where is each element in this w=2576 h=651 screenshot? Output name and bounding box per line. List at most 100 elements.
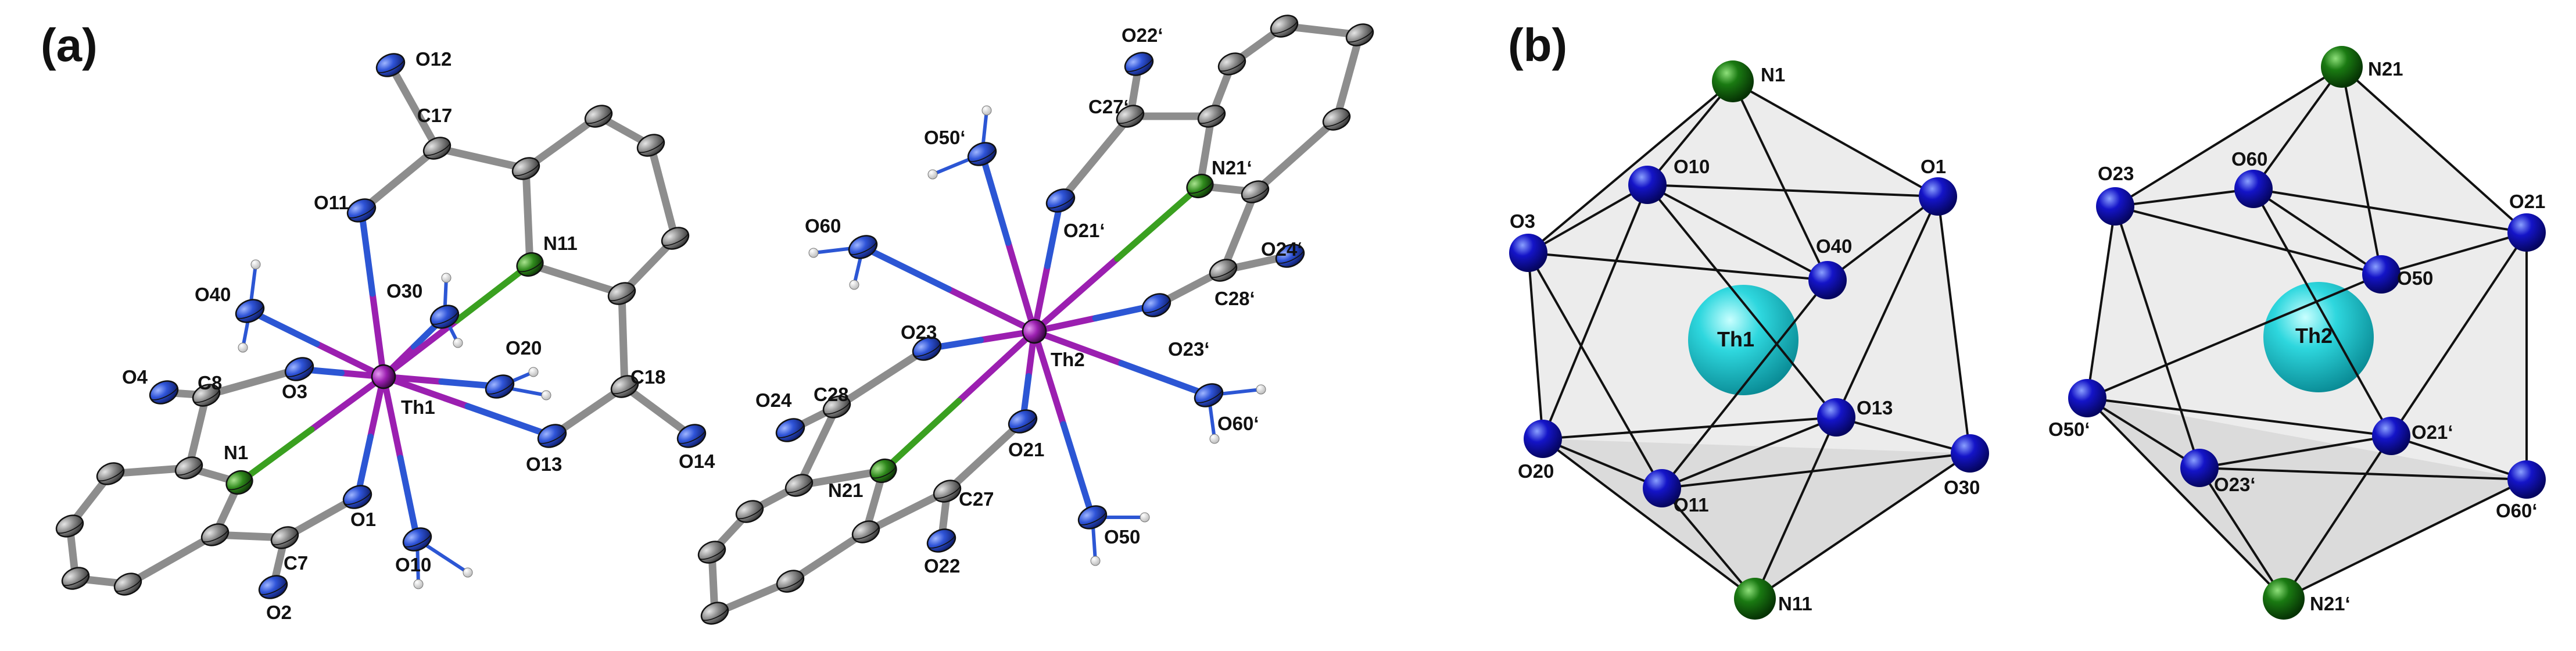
label-a-O60p: O60‘ bbox=[1217, 413, 1259, 434]
label-b-th1-O20: O20 bbox=[1518, 460, 1554, 482]
hydrogen-O60-2 bbox=[849, 280, 859, 290]
atom-C26p bbox=[1197, 105, 1226, 128]
atom-N21p bbox=[1186, 173, 1214, 199]
poly-atom-th1-N11 bbox=[1734, 578, 1776, 620]
label-b-th1-N1: N1 bbox=[1761, 64, 1785, 85]
edge-th2-O23-O60 bbox=[2114, 188, 2255, 208]
label-a-O50p: O50‘ bbox=[924, 127, 966, 148]
atom-O21p bbox=[1045, 188, 1076, 213]
label-a-O24: O24 bbox=[755, 389, 792, 411]
bond-O12-C17 bbox=[386, 61, 441, 152]
hydrogen-O60-1 bbox=[808, 248, 819, 258]
label-b-th2-O50p: O50‘ bbox=[2048, 419, 2090, 440]
atom-C26 bbox=[851, 520, 880, 543]
hydrogen-O50p-1 bbox=[981, 105, 992, 116]
edge-th2-O23-O50 bbox=[2114, 205, 2382, 276]
bond-Th2-N21p bbox=[1031, 183, 1203, 335]
edge-th2-N21-O50 bbox=[2341, 66, 2382, 276]
edge-th2-O60p-N21p bbox=[2283, 478, 2528, 600]
hydrogen-O60p-1 bbox=[1256, 384, 1266, 395]
edge-th1-N1-O40 bbox=[1732, 80, 1829, 281]
edge-th1-O10-O1 bbox=[1646, 184, 1939, 198]
edge-th2-O50p-O23p bbox=[2086, 397, 2201, 469]
atom-O20 bbox=[485, 374, 515, 399]
edge-th2-O50p-O21p bbox=[2086, 397, 2392, 437]
edge-th2-O21-O21p bbox=[2390, 231, 2528, 437]
poly-atom-th2-N21p bbox=[2263, 578, 2305, 620]
label-a-O23: O23 bbox=[901, 321, 937, 343]
label-b-th1-O3: O3 bbox=[1510, 210, 1535, 232]
bond-C21p-C28p bbox=[1219, 188, 1259, 274]
label-a-C28: C28 bbox=[814, 384, 849, 405]
bond-C26-C25 bbox=[786, 528, 870, 585]
atom-O24 bbox=[775, 418, 805, 442]
bond-C27-O21 bbox=[943, 417, 1027, 495]
poly-atom-th2-N21 bbox=[2321, 46, 2363, 88]
label-b-th1-O13: O13 bbox=[1857, 397, 1893, 419]
edge-th1-O3-O40 bbox=[1527, 252, 1829, 281]
edge-th1-O1-O40 bbox=[1826, 195, 1939, 281]
edge-th2-O50p-N21p bbox=[2086, 397, 2285, 600]
atom-O14 bbox=[676, 424, 707, 448]
label-b-th2-O23: O23 bbox=[2098, 163, 2134, 184]
label-b-th1-O30: O30 bbox=[1944, 477, 1980, 498]
edge-th1-N1-O10 bbox=[1646, 80, 1734, 186]
bond-C12-C13 bbox=[647, 141, 679, 242]
edge-th1-O10-O40 bbox=[1646, 184, 1829, 281]
label-a-N21p: N21‘ bbox=[1212, 157, 1252, 178]
bond-Th1-O40 bbox=[246, 307, 387, 380]
atom-C3 bbox=[55, 514, 84, 538]
label-a-O2: O2 bbox=[266, 602, 292, 623]
atom-C11 bbox=[607, 282, 636, 305]
atom-O2 bbox=[258, 575, 288, 599]
bond-C8-O3 bbox=[202, 365, 303, 399]
label-a-O3: O3 bbox=[282, 381, 307, 402]
atom-C24p bbox=[1270, 15, 1299, 38]
label-a-O60: O60 bbox=[805, 215, 841, 237]
atom-C18 bbox=[610, 375, 639, 398]
bond-C11-C18 bbox=[618, 289, 629, 391]
poly-atom-th1-O3 bbox=[1509, 234, 1547, 272]
edge-th1-O11-O30 bbox=[1661, 452, 1971, 489]
atom-C24 bbox=[700, 602, 729, 625]
poly-atom-th2-O60 bbox=[2234, 170, 2273, 208]
bond-Th2-O50 bbox=[1031, 328, 1096, 521]
label-b-th2-N21: N21 bbox=[2368, 58, 2403, 80]
label-b-th2-O21: O21 bbox=[2509, 191, 2545, 212]
poly-atom-th1-O11 bbox=[1643, 469, 1681, 507]
edge-th1-O20-O13 bbox=[1542, 416, 1837, 440]
atom-O3 bbox=[284, 357, 314, 381]
hydrogen-O10-1 bbox=[463, 567, 473, 578]
atom-C12 bbox=[661, 227, 690, 250]
label-a-C8: C8 bbox=[198, 372, 222, 394]
label-a-O21: O21 bbox=[1008, 439, 1044, 460]
edge-th1-N1-O1 bbox=[1732, 80, 1939, 198]
atom-C28p bbox=[1209, 259, 1238, 282]
bond-C17-C16 bbox=[433, 144, 530, 173]
bond-C28-C21 bbox=[795, 403, 841, 489]
edge-th1-N1-O3 bbox=[1527, 80, 1734, 254]
label-a-N11: N11 bbox=[543, 233, 578, 254]
poly-atom-th1-O1 bbox=[1919, 177, 1957, 216]
poly-atom-th1-O40 bbox=[1808, 261, 1847, 299]
label-a-C27: C27 bbox=[959, 488, 994, 510]
edge-th1-O13-O30 bbox=[1835, 416, 1971, 455]
edge-th2-O21p-N21p bbox=[2283, 435, 2392, 600]
edge-th1-O11-O13 bbox=[1661, 416, 1837, 489]
poly-atom-th2-O50p bbox=[2068, 379, 2106, 417]
hydrogen-O50p-2 bbox=[927, 169, 938, 180]
atom-C25 bbox=[776, 570, 805, 593]
atom-O1 bbox=[342, 485, 372, 509]
bond-C16-N11 bbox=[522, 164, 534, 269]
label-a-O24p: O24‘ bbox=[1261, 238, 1303, 260]
atom-C22p bbox=[1322, 108, 1351, 131]
bond-C28-O23 bbox=[833, 345, 931, 411]
atom-C21p bbox=[1241, 180, 1270, 203]
atom-C7 bbox=[270, 526, 299, 549]
atom-C2 bbox=[96, 462, 125, 485]
panel-a-bonds bbox=[66, 22, 1364, 617]
edge-th2-O60-O50 bbox=[2252, 188, 2382, 276]
poly-atom-th1-O10 bbox=[1628, 166, 1667, 204]
poly-atom-th2-O21p bbox=[2372, 417, 2410, 455]
